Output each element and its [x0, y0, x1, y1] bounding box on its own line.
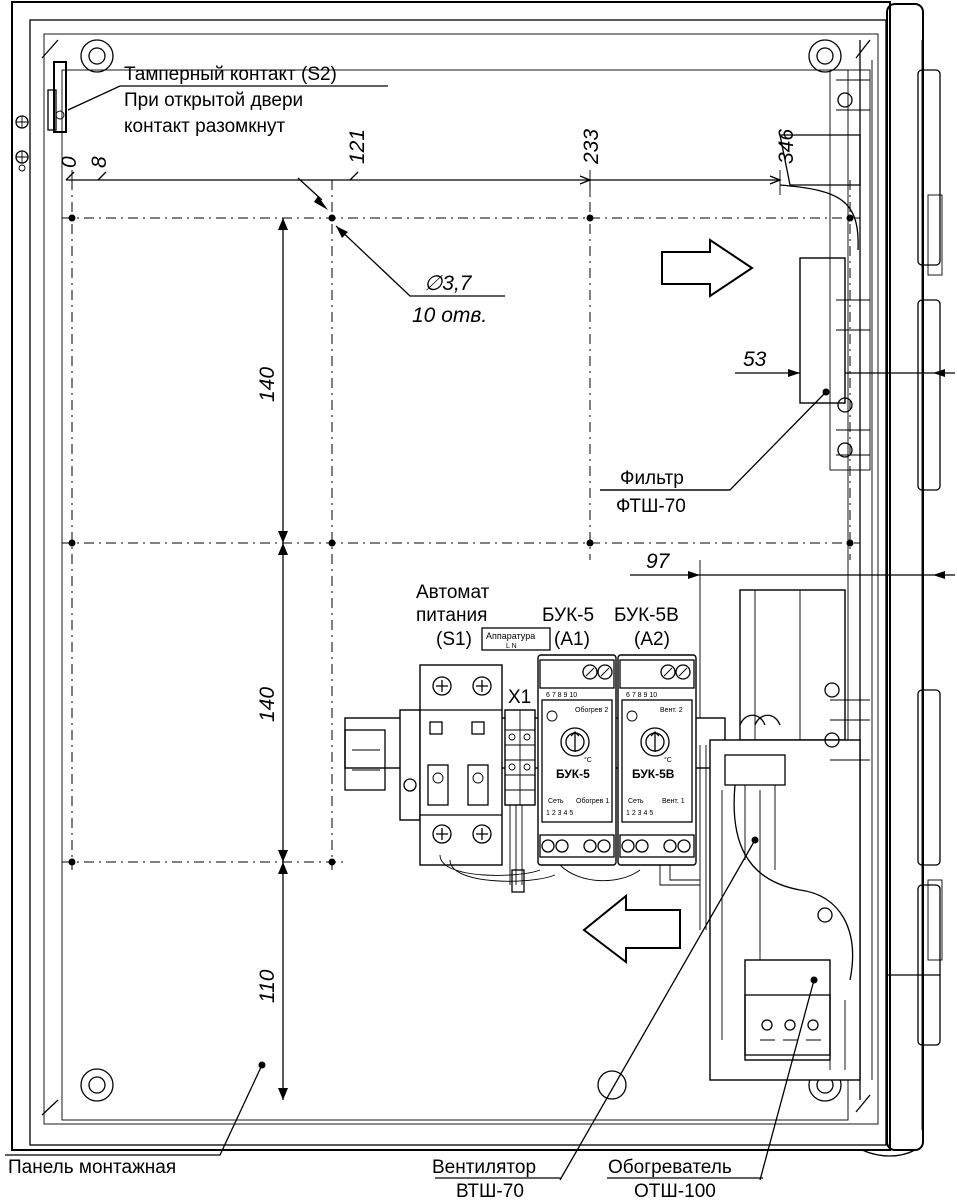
- dim-233: 233: [580, 129, 603, 165]
- fan-label-1: Вентилятор: [432, 1157, 536, 1178]
- tamper-label-3: контакт разомкнут: [124, 116, 286, 137]
- buk5-top-label: Обогрев 2: [575, 706, 608, 714]
- hole-grid: [62, 180, 860, 1069]
- circuit-breaker: [419, 664, 503, 866]
- airflow-arrows: [582, 238, 754, 965]
- buk5-pins-bottom: 1 2 3 4 5: [546, 810, 573, 817]
- apparatus-label: Аппаратура: [486, 631, 535, 641]
- dim-53: 53: [743, 348, 767, 371]
- side-screws: [15, 115, 29, 172]
- hole-count: 10 отв.: [412, 304, 487, 327]
- tamper-label-1: Тамперный контакт (S2): [124, 64, 337, 85]
- panel-label: Панель монтажная: [8, 1157, 176, 1178]
- buk5-label: БУК-5: [542, 605, 594, 626]
- dim-110: 110: [256, 969, 279, 1003]
- breaker-label-1: Автомат: [416, 582, 490, 603]
- buk5v-pins-top: 6 7 8 9 10: [626, 692, 657, 699]
- hole-diameter: ∅3,7: [424, 272, 473, 295]
- vertical-dimension: [278, 218, 288, 1100]
- dim-97: 97: [646, 550, 671, 573]
- heater-assembly: [744, 959, 846, 1181]
- buk5v-designator: (А2): [634, 629, 670, 650]
- horizontal-dimension: [65, 170, 782, 297]
- filter-label-1: Фильтр: [620, 468, 684, 489]
- buk5-unit: °C: [584, 756, 592, 764]
- buk5v-pins-bottom: 1 2 3 4 5: [626, 810, 653, 817]
- label-underlines: [483, 489, 730, 629]
- mounting-panel-outline: [61, 69, 849, 1121]
- terminal-block: [504, 709, 536, 806]
- bottom-leaders: [5, 1064, 916, 1179]
- door-hinges: [887, 69, 943, 1046]
- heater-label-1: Обогреватель: [608, 1157, 732, 1178]
- buk5v-label: БУК-5В: [614, 605, 679, 626]
- tamper-switch: [47, 61, 388, 133]
- buk5v-bottom-right: Вент. 1: [662, 798, 685, 805]
- dim-346: 346: [775, 129, 798, 164]
- dim-140-b: 140: [256, 687, 279, 722]
- buk5-designator: (А1): [554, 629, 590, 650]
- corner-bolts: [41, 39, 871, 1116]
- buk5v-bottom-left: Сеть: [628, 798, 644, 805]
- fan-label-2: ВТШ-70: [456, 1181, 524, 1200]
- buk5v-top-label: Вент. 2: [660, 707, 683, 714]
- buk5v-unit: °C: [664, 756, 672, 764]
- enclosure-body: [11, 1, 924, 1151]
- buk5v-module: [617, 654, 697, 866]
- terminal-label: X1: [508, 687, 531, 708]
- wiring: [439, 745, 707, 930]
- buk5-pins-top: 6 7 8 9 10: [546, 692, 577, 699]
- buk5-bottom-left: Сеть: [548, 798, 564, 805]
- filter-assembly: [600, 69, 871, 491]
- buk5v-name: БУК-5В: [632, 767, 675, 781]
- dim-140-a: 140: [256, 367, 279, 402]
- fan-assembly: [559, 589, 870, 1181]
- breaker-label-3: (S1): [436, 629, 472, 650]
- apparatus-label-box: [481, 627, 551, 651]
- tamper-label-2: При открытой двери: [124, 90, 303, 111]
- buk5-name: БУК-5: [556, 767, 590, 781]
- buk5-bottom-right: Обогрев 1: [576, 797, 609, 805]
- apparatus-pins: L N: [506, 643, 517, 650]
- heater-label-2: ОТШ-100: [634, 1181, 716, 1200]
- dim-0: 0: [58, 156, 81, 168]
- dim-121: 121: [346, 129, 369, 164]
- buk5-module: [537, 654, 617, 866]
- dim-8: 8: [88, 156, 111, 168]
- filter-label-2: ФТШ-70: [616, 496, 686, 517]
- breaker-label-2: питания: [416, 605, 487, 626]
